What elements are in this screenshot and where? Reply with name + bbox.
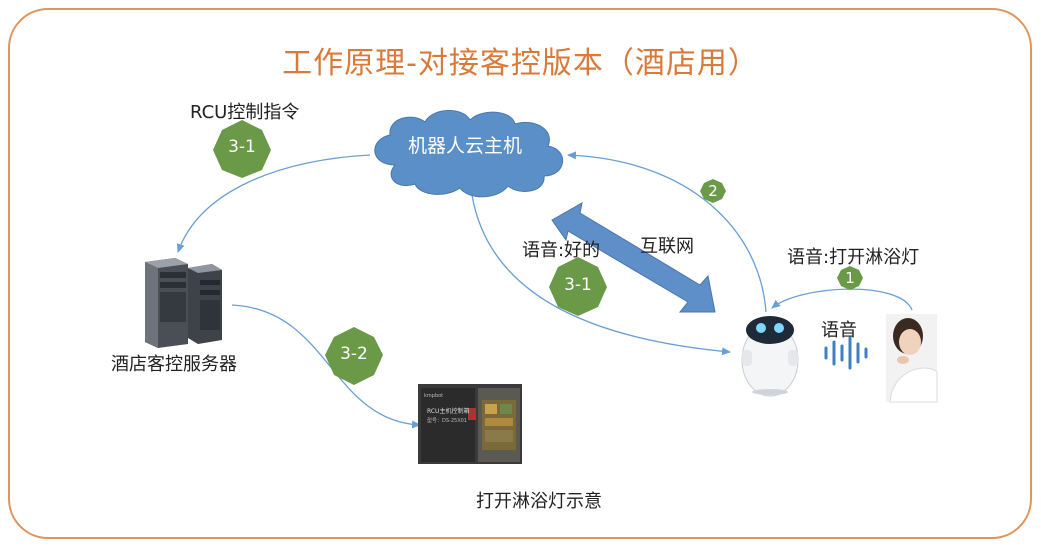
step-3-2-label: 3-2 [340, 344, 368, 364]
panel-brand: kmpbot [424, 393, 443, 399]
rcu-panel-image [418, 384, 522, 464]
server-icon [145, 258, 222, 348]
diagram-frame [8, 8, 1032, 539]
demo-label: 打开淋浴灯示意 [476, 491, 602, 512]
step-3-1-mid-label: 3-1 [564, 275, 592, 295]
panel-title: RCU主机控制箱 [427, 407, 469, 415]
diagram-title: 工作原理-对接客控版本（酒店用） [282, 46, 759, 81]
internet-arrow [551, 202, 716, 313]
step-1-hexagon [837, 266, 863, 290]
rcu-command-label: RCU控制指令 [190, 102, 300, 123]
hotel-server-label: 酒店客控服务器 [111, 354, 237, 375]
step-2-label: 2 [708, 182, 718, 200]
step-3-2-hexagon [325, 327, 383, 385]
step-3-1-left-hexagon [213, 120, 271, 178]
cloud-shape [374, 110, 564, 198]
voice-wave-icon [824, 336, 868, 370]
user-photo [886, 314, 938, 403]
connector-cloud-to-server [176, 154, 371, 253]
connector-cloud-to-robot [471, 194, 731, 356]
connector-server-to-panel [231, 304, 421, 429]
step-3-1-left-label: 3-1 [228, 137, 256, 157]
step-1-label: 1 [845, 269, 855, 287]
internet-label: 互联网 [640, 236, 694, 257]
connector-robot-to-cloud [567, 151, 767, 313]
cloud-label: 机器人云主机 [407, 135, 522, 157]
voice-open-label: 语音:打开淋浴灯 [787, 247, 920, 268]
voice-label: 语音 [821, 320, 857, 341]
step-3-1-mid-hexagon [549, 257, 607, 316]
panel-model: 型号：DS-25X01 [427, 417, 467, 424]
connector-user-to-robot [771, 288, 913, 311]
step-2-hexagon [700, 179, 726, 203]
voice-ok-label: 语音:好的 [522, 240, 601, 261]
robot-icon [741, 316, 799, 397]
